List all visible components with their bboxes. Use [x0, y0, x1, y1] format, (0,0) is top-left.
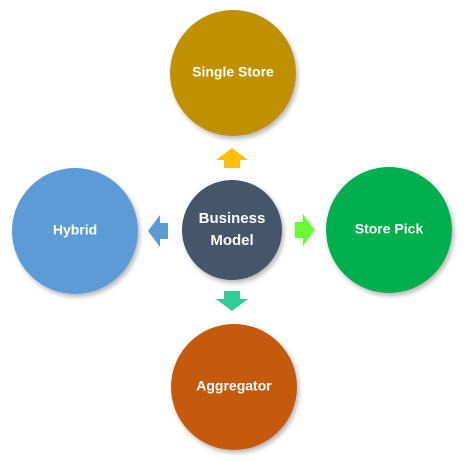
arrow-up-icon	[216, 148, 248, 168]
node-single-store-label: Single Store	[192, 64, 274, 80]
arrow-down-icon	[216, 291, 248, 311]
node-hybrid: Hybrid	[12, 168, 138, 294]
node-store-pick-circle	[326, 167, 452, 293]
node-store-pick-label: Store Pick	[355, 221, 424, 237]
node-hybrid-circle	[12, 168, 138, 294]
node-business-model-label-line2: Model	[210, 232, 253, 249]
node-single-store-circle	[170, 10, 296, 136]
node-store-pick: Store Pick	[326, 167, 452, 293]
node-aggregator-label: Aggregator	[196, 378, 272, 394]
arrow-left-icon	[148, 215, 168, 247]
node-business-model-circle	[182, 180, 282, 280]
node-single-store: Single Store	[170, 10, 296, 136]
node-aggregator: Aggregator	[171, 324, 297, 450]
node-business-model: Business Model	[182, 180, 282, 280]
node-hybrid-label: Hybrid	[53, 222, 97, 238]
node-aggregator-circle	[171, 324, 297, 450]
arrow-right-icon	[295, 214, 315, 246]
node-business-model-label-line1: Business	[199, 210, 266, 227]
